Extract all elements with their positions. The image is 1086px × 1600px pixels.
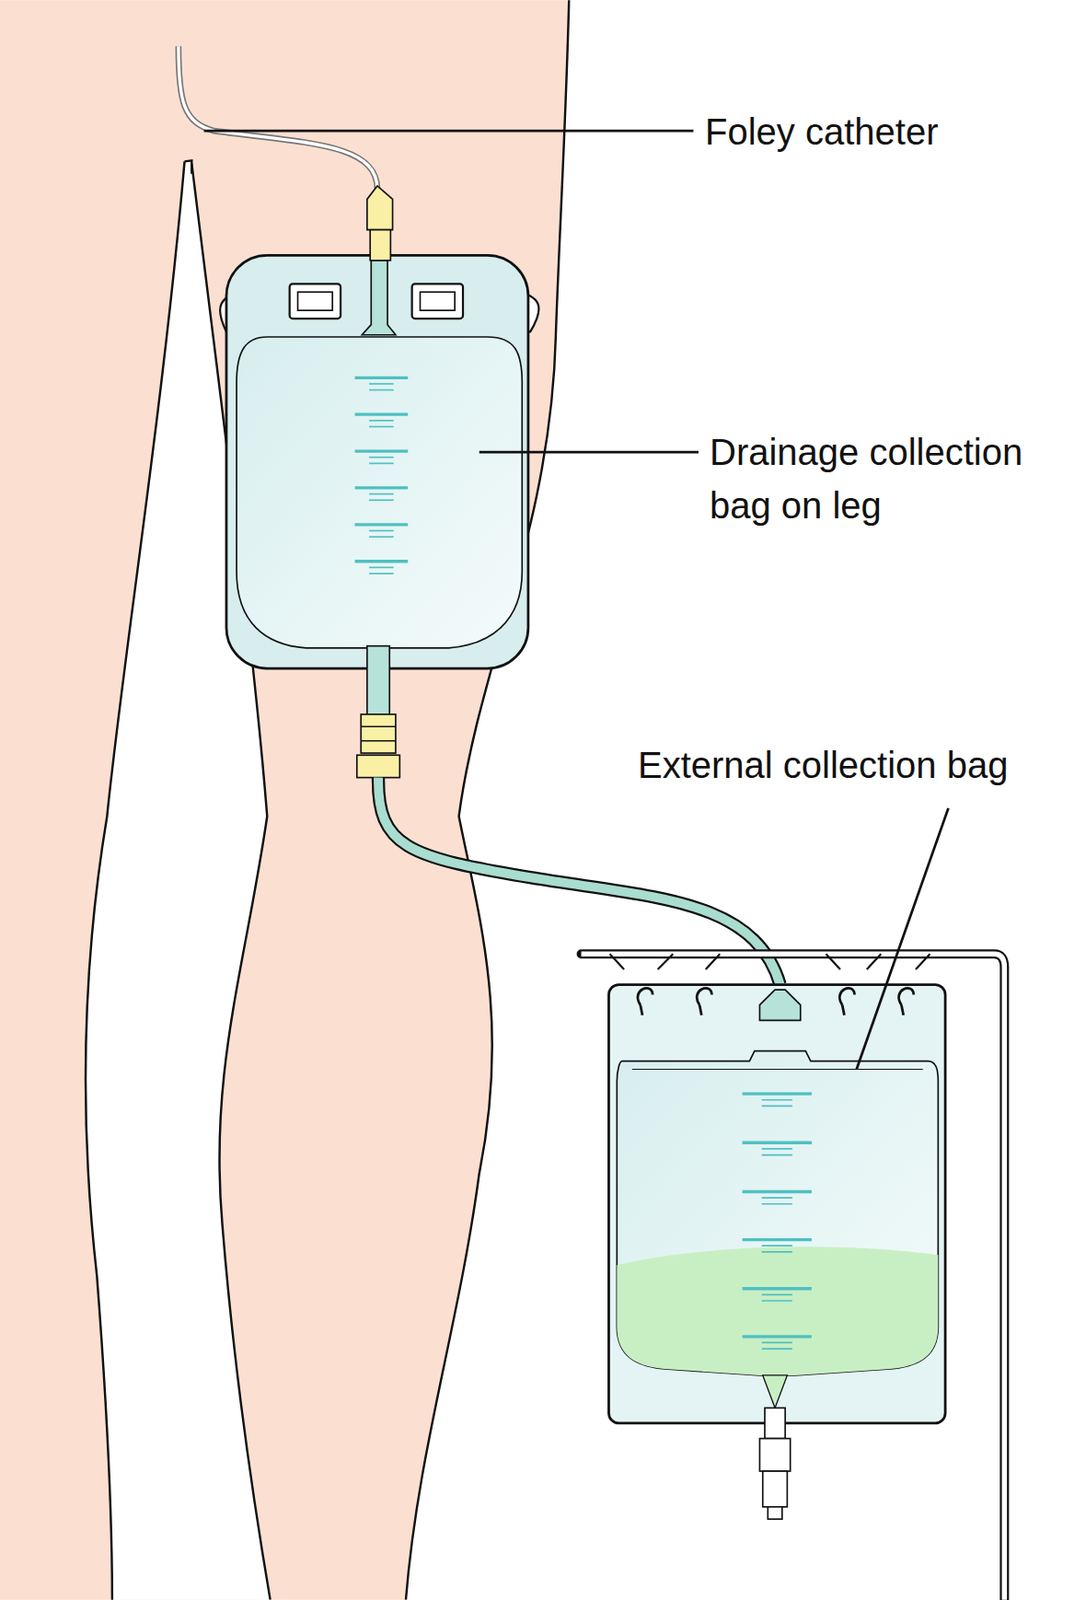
leader-line [479,450,699,454]
leader-line [856,808,949,1070]
graduation-mark [762,1098,793,1101]
graduation-mark [369,419,394,422]
graduation-mark [355,559,409,563]
graduation-mark [762,1244,793,1247]
external-bag-inner [616,1051,938,1375]
leader-line [204,129,694,133]
graduation-mark [369,566,394,569]
graduation-mark [369,426,394,428]
graduation-mark [762,1154,793,1156]
graduation-mark [762,1147,793,1150]
graduation-mark [355,522,409,526]
graduation-mark [762,1202,793,1205]
graduation-mark [369,572,394,575]
leg-outline [405,0,569,1599]
part-label: Drainage collection bag on leg [709,425,1083,532]
graduation-mark [369,462,394,465]
external-bag-outlet [764,1407,786,1438]
leg-outline [184,160,193,174]
graduation-mark [355,449,409,452]
graduation-mark [369,498,394,501]
graduation-mark [355,485,409,489]
graduation-mark [742,1334,812,1338]
graduation-mark [742,1091,812,1095]
graduation-mark [762,1105,793,1108]
catheter-connector [367,185,393,231]
external-bag [608,984,946,1423]
foley-catheter-tube [178,46,378,189]
graduation-mark [369,382,394,385]
graduation-mark [762,1347,793,1350]
graduation-mark [742,1189,812,1193]
leg-outline [85,161,185,1599]
graduation-mark [369,493,394,496]
graduation-mark [742,1141,812,1144]
leg-skin [0,0,569,1599]
graduation-mark [369,456,394,459]
graduation-mark [369,389,394,392]
leg-bag-inner [236,336,522,648]
graduation-mark [762,1299,793,1302]
graduation-mark [762,1293,793,1296]
graduation-mark [355,413,409,416]
urine-level [616,1246,938,1375]
bag-stand [581,953,1006,1599]
graduation-mark [742,1286,812,1290]
part-label: External collection bag [637,738,1080,792]
graduation-mark [355,376,409,380]
graduation-mark [762,1250,793,1253]
part-label: Foley catheter [704,104,1074,159]
graduation-mark [762,1341,793,1344]
graduation-mark [742,1237,812,1241]
graduation-mark [369,535,394,538]
leg-bag [226,254,529,669]
graduation-mark [369,530,394,532]
graduation-mark [762,1196,793,1199]
leg-bag-outlet [367,646,390,718]
